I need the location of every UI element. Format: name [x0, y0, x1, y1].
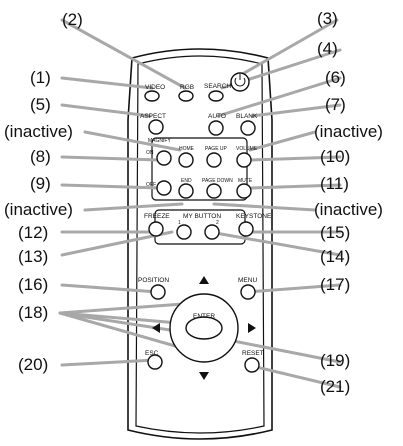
page-down-label: PAGE DOWN — [202, 178, 233, 184]
my-button-1[interactable] — [176, 224, 192, 240]
page-up-button[interactable] — [206, 152, 222, 168]
mute-button[interactable] — [236, 183, 252, 199]
callout-1: (1) — [30, 68, 51, 87]
aspect-label: ASPECT — [140, 113, 166, 120]
blank-button[interactable] — [240, 120, 256, 136]
callout-11: (11) — [320, 174, 349, 193]
my-button-label: MY BUTTON — [183, 213, 221, 220]
rgb-label: RGB — [180, 84, 194, 91]
end-button[interactable] — [178, 183, 194, 199]
reset-button[interactable] — [244, 357, 260, 373]
callout-9: (9) — [30, 174, 51, 193]
callout-8: (8) — [30, 147, 51, 166]
callout-19: (19) — [320, 351, 350, 370]
magnify-on-label: ON — [146, 150, 154, 156]
callout-inactive-left-1: (inactive) — [4, 122, 73, 141]
callout-inactive-left-2: (inactive) — [4, 200, 73, 219]
esc-label: ESC — [145, 350, 159, 357]
enter-label: ENTER — [193, 313, 215, 320]
esc-button[interactable] — [147, 354, 163, 370]
callout-12: (12) — [18, 223, 48, 242]
video-label: VIDEO — [145, 84, 165, 91]
callout-inactive-right-2: (inactive) — [314, 200, 383, 219]
callout-2: (2) — [62, 10, 83, 29]
search-label: SEARCH — [204, 83, 231, 90]
freeze-button[interactable] — [148, 221, 164, 237]
remote-inner-panel — [135, 55, 265, 434]
page-up-label: PAGE UP — [205, 146, 228, 152]
video-button[interactable] — [144, 90, 160, 102]
callout-5: (5) — [30, 95, 51, 114]
magnify-on-button[interactable] — [156, 150, 172, 166]
magnify-off-button[interactable] — [156, 180, 172, 196]
callout-6: (6) — [325, 68, 346, 87]
home-label: HOME — [179, 146, 195, 152]
callout-15: (15) — [320, 223, 350, 242]
callout-21: (21) — [320, 377, 350, 396]
menu-button[interactable] — [240, 284, 256, 300]
search-button[interactable] — [208, 90, 224, 102]
callout-inactive-right-1: (inactive) — [314, 122, 383, 141]
aspect-button[interactable] — [148, 119, 164, 135]
callout-17: (17) — [320, 275, 350, 294]
magnify-label: MAGNIFY — [148, 138, 171, 144]
volume-label: VOLUME — [236, 146, 258, 152]
rgb-button[interactable] — [178, 90, 194, 102]
callout-7: (7) — [325, 95, 346, 114]
callout-14: (14) — [320, 247, 350, 266]
menu-label: MENU — [238, 277, 257, 284]
blank-label: BLANK — [236, 113, 258, 120]
my-button-2[interactable] — [204, 224, 220, 240]
callout-18: (18) — [18, 303, 48, 322]
my-button-2-label: 2 — [216, 220, 219, 226]
keystone-label: KEYSTONE — [236, 213, 272, 220]
end-label: END — [181, 178, 192, 184]
position-label: POSITION — [138, 277, 169, 284]
callout-10: (10) — [320, 147, 350, 166]
center-key-frame — [151, 137, 248, 201]
down-arrow-icon — [199, 372, 209, 380]
power-icon — [234, 74, 246, 87]
position-button[interactable] — [150, 284, 166, 300]
standby-button[interactable] — [230, 72, 250, 92]
home-button[interactable] — [178, 152, 194, 168]
page-down-button[interactable] — [206, 183, 222, 199]
callout-16: (16) — [18, 275, 48, 294]
my-button-1-label: 1 — [178, 220, 181, 226]
reset-label: RESET — [242, 350, 264, 357]
callout-4: (4) — [317, 39, 338, 58]
volume-button[interactable] — [236, 152, 252, 168]
callout-13: (13) — [18, 247, 48, 266]
keystone-button[interactable] — [238, 221, 254, 237]
callout-20: (20) — [18, 355, 48, 374]
mute-label: MUTE — [238, 178, 253, 184]
magnify-off-label: OFF — [146, 182, 156, 188]
enter-button[interactable] — [185, 316, 223, 340]
auto-button[interactable] — [208, 120, 224, 136]
auto-label: AUTO — [208, 113, 226, 120]
callout-3: (3) — [317, 9, 338, 28]
up-arrow-icon — [199, 276, 209, 284]
freeze-label: FREEZE — [144, 213, 170, 220]
right-arrow-icon — [248, 323, 256, 333]
left-arrow-icon — [152, 323, 160, 333]
